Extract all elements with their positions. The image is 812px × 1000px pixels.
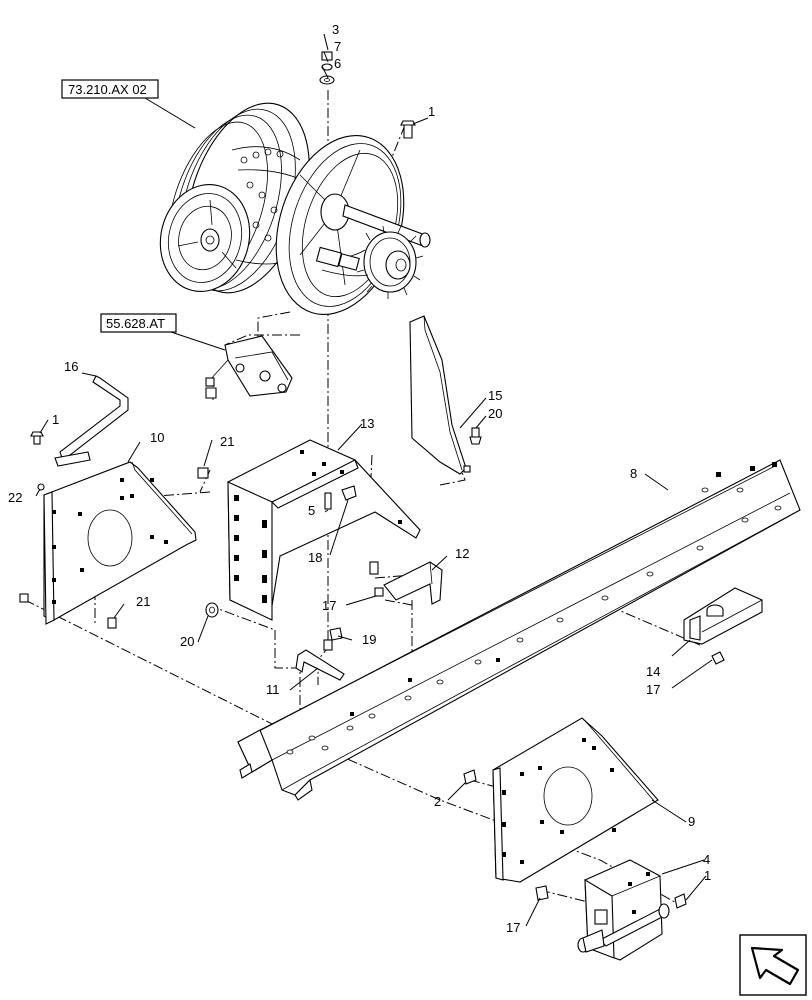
callout-number: 17 [646, 682, 660, 697]
reference-box-73[interactable]: 73.210.AX 02 [61, 79, 159, 99]
bracket-13 [205, 439, 421, 621]
callout-number: 7 [334, 39, 341, 54]
callout-number: 6 [334, 56, 341, 71]
tensioner-assembly [205, 335, 293, 399]
callout-number: 1 [428, 104, 435, 119]
callouts: 3 7 6 1 16 1 10 21 22 21 13 15 20 8 5 18… [8, 22, 711, 935]
callout-number: 21 [220, 434, 234, 449]
lever-rod-16 [30, 375, 129, 491]
bracket-11 [295, 627, 345, 681]
callout-number: 20 [180, 634, 194, 649]
callout-number: 17 [322, 598, 336, 613]
plate-10 [19, 461, 209, 629]
leader-lines [35, 33, 713, 927]
callout-number: 2 [434, 794, 441, 809]
callout-number: 19 [362, 632, 376, 647]
callout-number: 15 [488, 388, 502, 403]
next-page-arrow-icon[interactable] [739, 934, 807, 996]
callout-number: 11 [266, 682, 280, 697]
reference-label-55: 55.628.AT [106, 316, 165, 331]
callout-number: 22 [8, 490, 22, 505]
callout-number: 1 [704, 868, 711, 883]
callout-number: 16 [64, 359, 78, 374]
callout-number: 3 [332, 22, 339, 37]
bracket-14 [683, 587, 763, 665]
callout-number: 8 [630, 466, 637, 481]
bracket-12 [369, 561, 443, 605]
callout-number: 13 [360, 416, 374, 431]
callout-number: 17 [506, 920, 520, 935]
callout-number: 4 [703, 852, 710, 867]
callout-number: 5 [308, 503, 315, 518]
callout-number: 14 [646, 664, 660, 679]
shield-15 [409, 315, 482, 475]
channel-8 [237, 459, 801, 801]
callout-number: 12 [455, 546, 469, 561]
callout-number: 1 [52, 412, 59, 427]
callout-number: 21 [136, 594, 150, 609]
pulley-assembly [159, 51, 431, 315]
callout-number: 10 [150, 430, 164, 445]
plate-9 [463, 717, 659, 901]
callout-number: 9 [688, 814, 695, 829]
callout-number: 20 [488, 406, 502, 421]
callout-number: 18 [308, 550, 322, 565]
reference-box-55[interactable]: 55.628.AT [100, 313, 177, 333]
reference-label-73: 73.210.AX 02 [68, 82, 147, 97]
bracket-4 [577, 859, 687, 961]
